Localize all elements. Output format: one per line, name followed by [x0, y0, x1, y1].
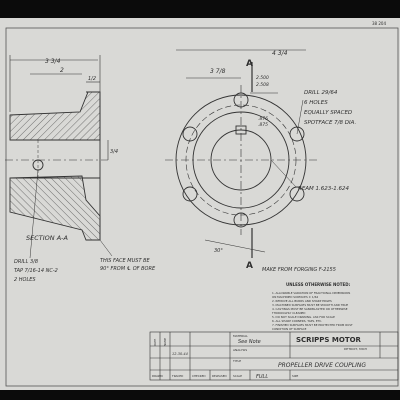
dim-front-overall: 4 3/4 [272, 50, 288, 57]
released-label: RELEASED [212, 374, 227, 378]
drawing-border [5, 27, 399, 387]
dim-keyway-upper: .876 [258, 116, 268, 122]
dim-angle: 30° [214, 248, 223, 254]
general-notes: UNLESS OTHERWISE NOTED: 1. ALLOWABLE VAR… [271, 282, 353, 331]
company-address: DETROIT, MICH [344, 347, 367, 351]
analysis-label: ANALYSIS [233, 348, 247, 352]
dim-bolt-circle: 3 7/8 [210, 68, 226, 75]
dim-side-height: 3/4 [110, 149, 118, 155]
drill-note-38: DRILL 3/8 [14, 259, 38, 265]
general-note-item: 4. CASTINGS MUST BE SANDBLASTED OR OTHER… [272, 307, 348, 311]
face-note-line1: THIS FACE MUST BE [100, 258, 151, 264]
dim-side-hub: 2 [60, 67, 64, 74]
scale-label: SCALE [233, 374, 242, 378]
general-note-item: 2. REMOVE ALL BURRS AND SHARP EDGES [272, 299, 332, 303]
bolt-holes [182, 92, 305, 228]
general-note-item: 3. MACHINED SURFACES MUST BE SMOOTH AND … [272, 303, 348, 307]
holes-note-6: 6 HOLES [304, 100, 328, 106]
date-value: 12-30-44 [172, 352, 188, 356]
section-label: SECTION A-A [26, 234, 68, 242]
general-note-item: 5. DO NOT SCALE DRAWING. ASK FOR SCALE [272, 315, 335, 319]
general-note-item: CONDITION OF SURFACE [272, 327, 307, 331]
equally-spaced-note: EQUALLY SPACED [304, 110, 352, 116]
dim-bore-upper: 2.500 [256, 75, 269, 81]
general-note-item: 1. ALLOWABLE VARIATION OF FRACTIONAL DIM… [272, 291, 350, 295]
face-note-line2: 90° FROM ℄ OF BORE [100, 266, 156, 272]
dim-side-overall: 3 3/4 [45, 58, 61, 65]
section-mark-top: A [246, 59, 253, 69]
spotface-note: SPOTFACE 7/8 DIA. [304, 120, 356, 126]
corner-reference: 38 204 [372, 21, 386, 26]
name-label: NAME [163, 338, 167, 346]
drawing-title: PROPELLER DRIVE COUPLING [278, 362, 366, 369]
holes-note-2: 2 HOLES [14, 277, 36, 283]
tap-note: TAP 7/16-14 NC-2 [14, 268, 58, 274]
general-note-item: 6. ALL SHARP CORNERS, TAPS, ETC. [272, 319, 322, 323]
general-note-item: THOROUGHLY CLEANED [271, 311, 305, 315]
ream-note: REAM 1.623-1.624 [298, 186, 350, 192]
front-view [165, 85, 318, 235]
general-note-item: 7. FINISHED SURFACES MUST BE PROTECTED F… [272, 323, 353, 327]
forging-note: MAKE FROM FORGING F-2155 [262, 267, 336, 273]
size-label: SIZE [292, 374, 299, 378]
dim-side-flange: 1/2 [88, 76, 96, 82]
material-value: See Note [238, 339, 261, 345]
dim-bore-lower: 2.508 [256, 82, 269, 88]
side-section-view [5, 91, 108, 241]
general-note-item: ON MACHINED SURFACES ± 1/64 [272, 295, 318, 299]
date-label: DATE [153, 338, 157, 346]
dim-keyway-lower: .875 [258, 122, 268, 128]
material-label: MATERIAL [233, 334, 248, 338]
title-label: TITLE [232, 359, 241, 363]
scale-value: FULL [256, 374, 268, 380]
drawn-label: DRAWN [152, 374, 163, 378]
title-block [149, 331, 399, 381]
general-notes-heading: UNLESS OTHERWISE NOTED: [286, 282, 351, 287]
drill-note-29: DRILL 29/64 [304, 90, 338, 96]
company-name: SCRIPPS MOTOR [296, 336, 362, 344]
checked-label: CHECKED [192, 374, 206, 378]
section-mark-bottom: A [246, 261, 253, 271]
traced-label: TRACED [171, 374, 183, 378]
